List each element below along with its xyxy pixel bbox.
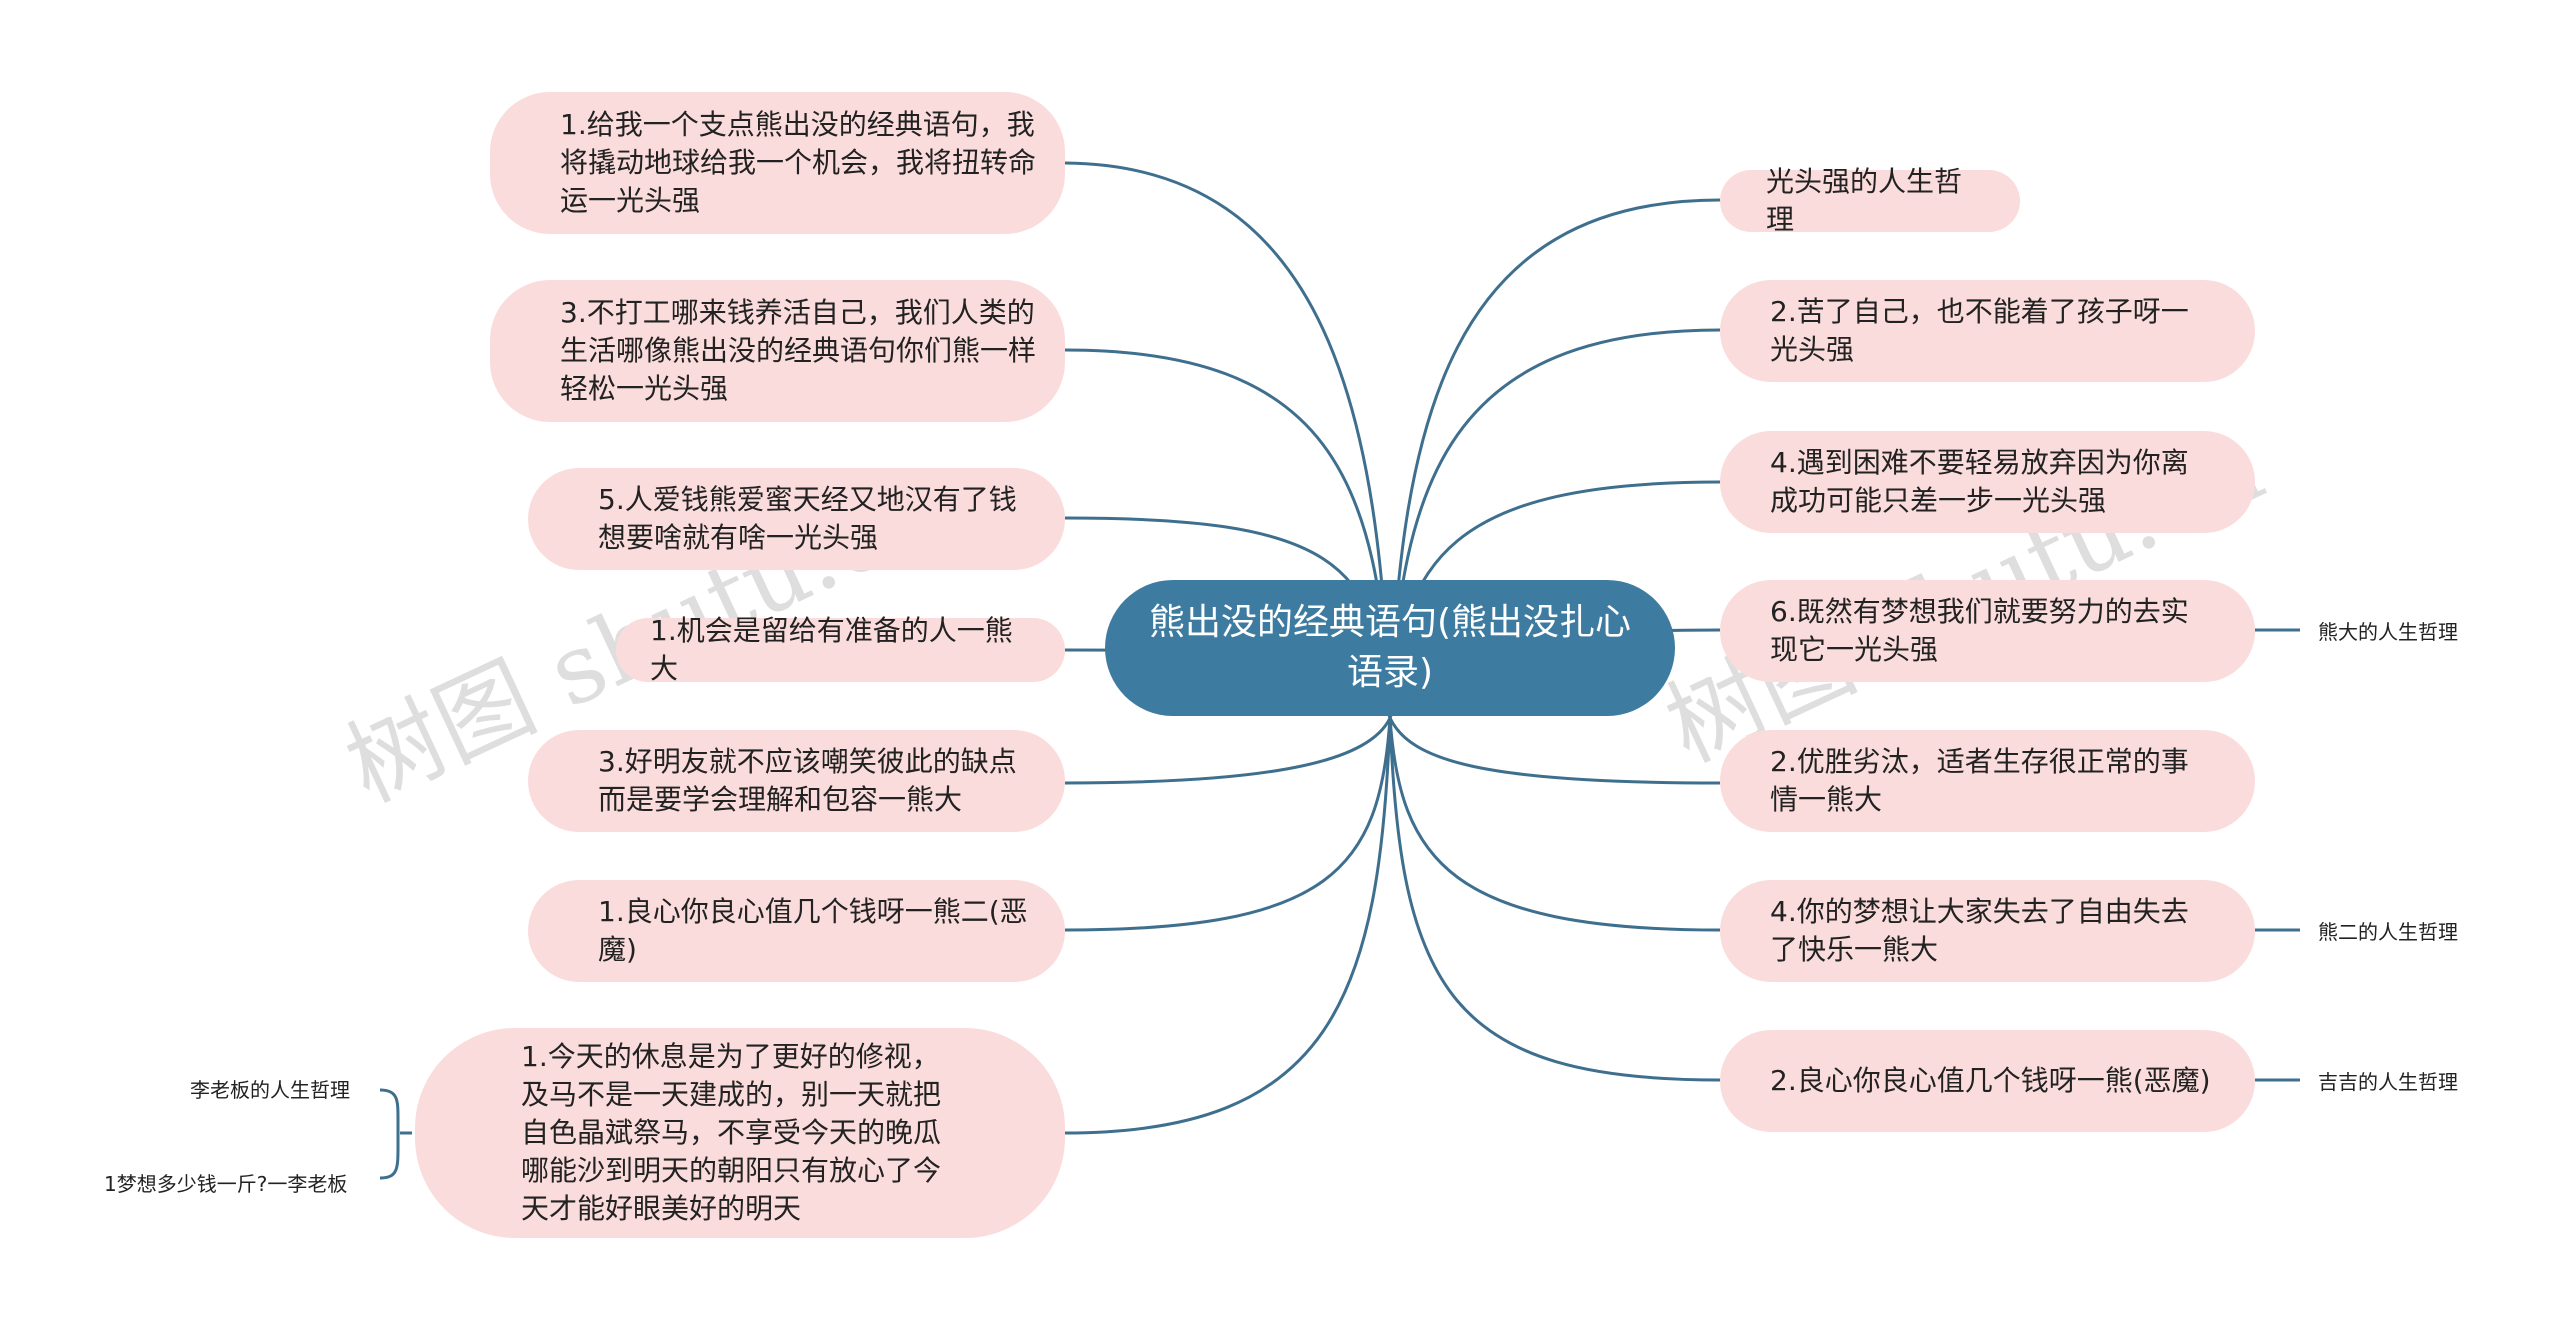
left-node-7[interactable]: 1.今天的休息是为了更好的修视，及马不是一天建成的，别一天就把自色晶斌祭马，不享…: [415, 1028, 1065, 1238]
right-node-6[interactable]: 4.你的梦想让大家失去了自由失去了快乐一熊大: [1720, 880, 2255, 982]
center-topic[interactable]: 熊出没的经典语句(熊出没扎心语录): [1105, 580, 1675, 716]
right-leaf-3[interactable]: 吉吉的人生哲理: [2318, 1070, 2458, 1094]
left-node-2[interactable]: 3.不打工哪来钱养活自己，我们人类的生活哪像熊出没的经典语句你们熊一样轻松一光头…: [490, 280, 1065, 422]
right-node-1[interactable]: 光头强的人生哲理: [1720, 165, 2020, 236]
left-node-4[interactable]: 1.机会是留给有准备的人一熊大: [616, 614, 1065, 685]
left-leaf-2[interactable]: 1梦想多少钱一斤?一李老板: [104, 1172, 348, 1196]
right-node-7[interactable]: 2.良心你良心值几个钱呀一熊(恶魔): [1720, 1030, 2255, 1132]
right-node-3[interactable]: 4.遇到困难不要轻易放弃因为你离成功可能只差一步一光头强: [1720, 431, 2255, 533]
left-leaf-1[interactable]: 李老板的人生哲理: [190, 1078, 350, 1102]
left-node-1[interactable]: 1.给我一个支点熊出没的经典语句，我将撬动地球给我一个机会，我将扭转命运一光头强: [490, 92, 1065, 234]
right-node-4[interactable]: 6.既然有梦想我们就要努力的去实现它一光头强: [1720, 580, 2255, 682]
right-leaf-1[interactable]: 熊大的人生哲理: [2318, 620, 2458, 644]
right-node-5[interactable]: 2.优胜劣汰，适者生存很正常的事情一熊大: [1720, 730, 2255, 832]
left-node-5[interactable]: 3.好明友就不应该嘲笑彼此的缺点而是要学会理解和包容一熊大: [528, 730, 1065, 832]
right-leaf-2[interactable]: 熊二的人生哲理: [2318, 920, 2458, 944]
left-node-3[interactable]: 5.人爱钱熊爱蜜天经又地汉有了钱想要啥就有啥一光头强: [528, 468, 1065, 570]
right-node-2[interactable]: 2.苦了自己，也不能着了孩子呀一光头强: [1720, 280, 2255, 382]
left-node-6[interactable]: 1.良心你良心值几个钱呀一熊二(恶魔): [528, 880, 1065, 982]
